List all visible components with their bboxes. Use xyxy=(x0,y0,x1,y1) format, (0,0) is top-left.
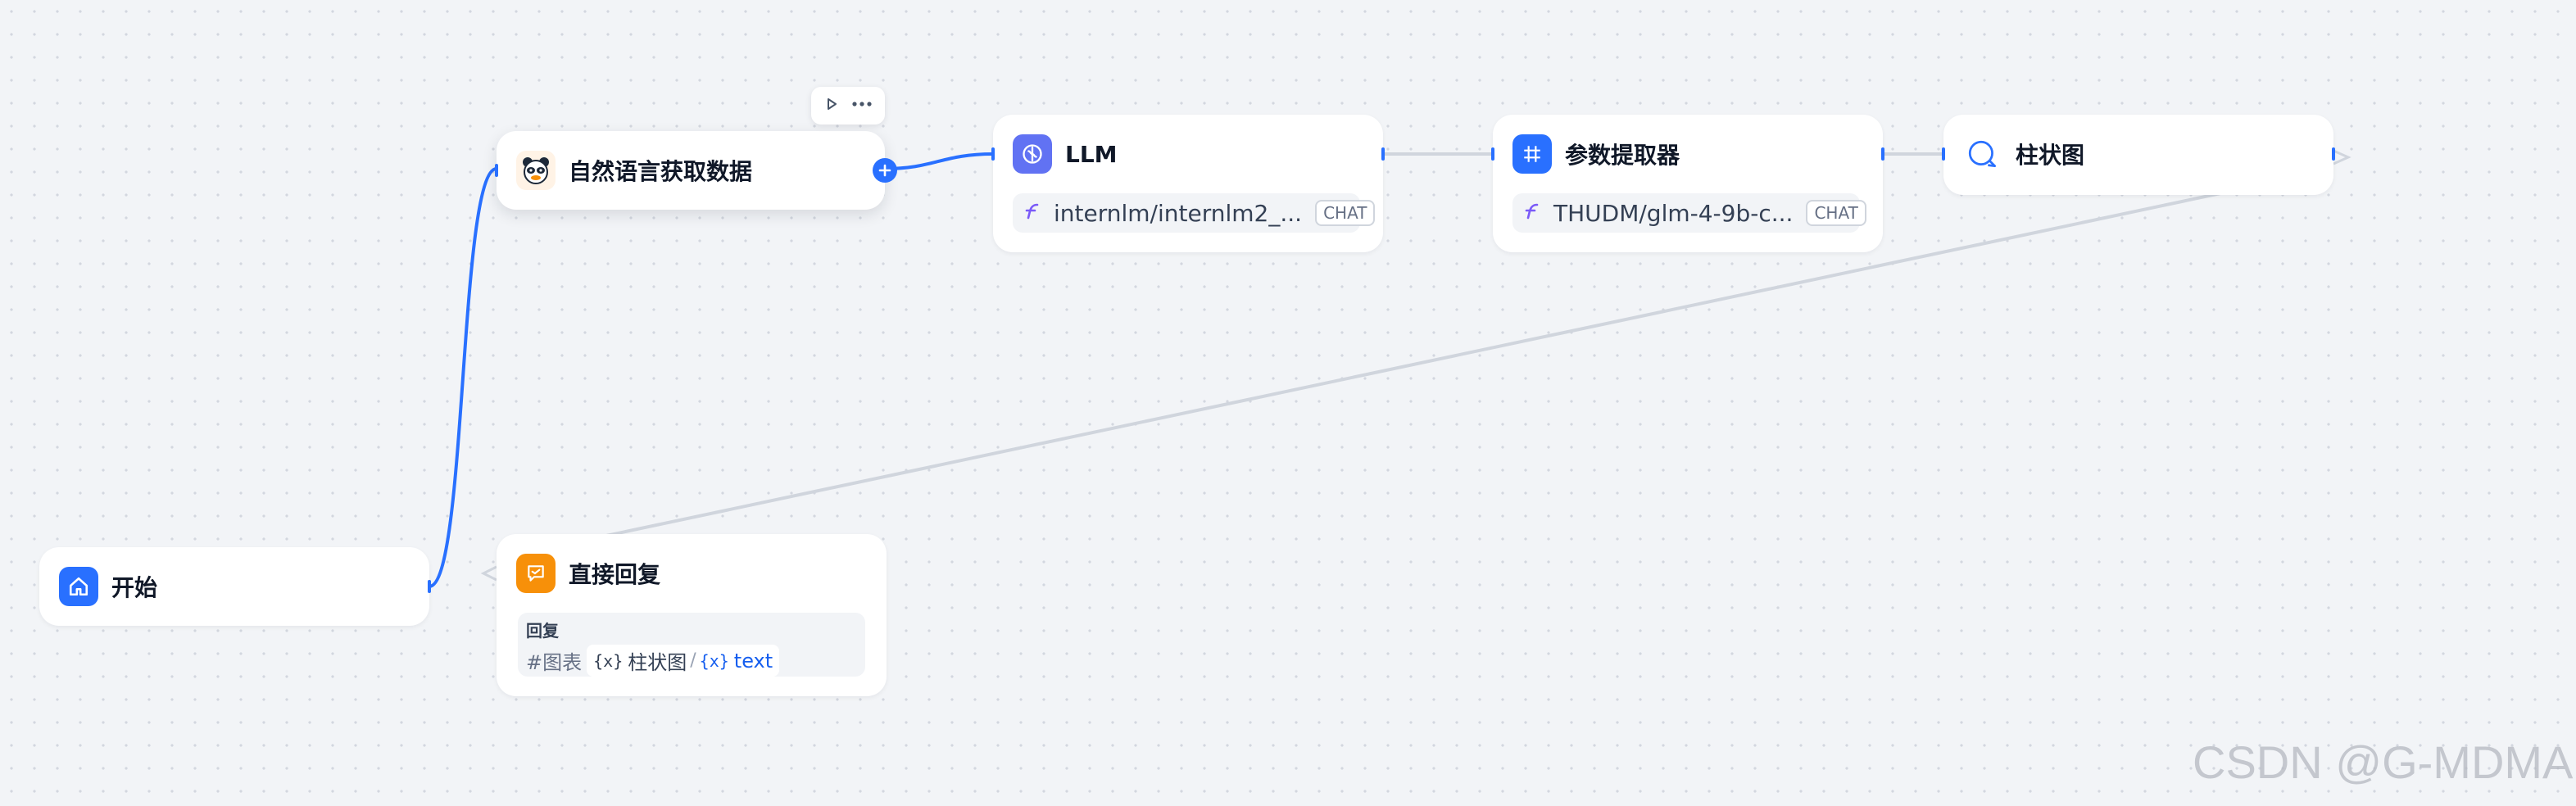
node-bar-chart-title: 柱状图 xyxy=(2016,142,2085,169)
variable-name: 柱状图 xyxy=(628,651,687,674)
edge-nl-fetch-to-llm[interactable] xyxy=(884,152,994,170)
brain-icon xyxy=(1013,134,1052,174)
node-param-extractor-header: 参数提取器 xyxy=(1512,134,1680,174)
node-direct-reply-title: 直接回复 xyxy=(569,561,661,588)
direct-reply-input-handle[interactable] xyxy=(480,565,497,582)
reply-content: #图表 {x} 柱状图 / {x} text xyxy=(526,645,857,677)
play-icon[interactable] xyxy=(823,96,840,115)
node-nl-fetch-input-handle[interactable] xyxy=(495,164,498,177)
node-param-extractor-title: 参数提取器 xyxy=(1565,142,1680,169)
node-param-extractor-model[interactable]: THUDM/glm-4-9b-c... CHAT xyxy=(1512,193,1866,233)
edge-start-to-nl-fetch[interactable] xyxy=(429,167,497,588)
node-nl-fetch[interactable]: 自然语言获取数据 xyxy=(495,131,897,210)
node-bar-chart-header: 柱状图 xyxy=(1963,134,2084,174)
node-llm-title: LLM xyxy=(1065,140,1118,168)
node-start-output-handle[interactable] xyxy=(428,580,431,593)
node-start[interactable]: 开始 xyxy=(39,547,431,626)
node-llm-model[interactable]: internlm/internlm2_... CHAT xyxy=(1013,193,1376,233)
variable-name: text xyxy=(733,649,773,672)
param-extractor-model-name: THUDM/glm-4-9b-c... xyxy=(1553,199,1794,227)
node-bar-chart[interactable]: 柱状图 xyxy=(1942,115,2335,195)
node-bar-chart-input-handle[interactable] xyxy=(1942,147,1945,161)
node-toolbar xyxy=(811,87,885,125)
llm-model-name: internlm/internlm2_... xyxy=(1054,199,1303,227)
reply-prefix-text: #图表 xyxy=(526,651,583,674)
node-nl-fetch-title: 自然语言获取数据 xyxy=(569,158,753,185)
node-bar-chart-output-handle[interactable] xyxy=(2332,147,2335,161)
more-icon[interactable] xyxy=(850,96,873,115)
node-nl-fetch-header: 自然语言获取数据 xyxy=(516,151,752,190)
edge-bar-chart-to-direct-reply[interactable] xyxy=(605,192,2221,537)
param-extractor-mode-badge: CHAT xyxy=(1806,200,1866,226)
model-provider-icon xyxy=(1023,202,1042,224)
llm-mode-badge: CHAT xyxy=(1315,200,1376,226)
reply-label: 回复 xyxy=(526,621,559,641)
node-llm-input-handle[interactable] xyxy=(991,147,995,161)
node-start-header: 开始 xyxy=(59,567,157,606)
panda-avatar-icon xyxy=(516,151,556,190)
reply-content-box[interactable]: 回复 #图表 {x} 柱状图 / {x} text xyxy=(518,613,865,677)
model-provider-icon xyxy=(1522,202,1542,224)
variable-separator: / xyxy=(690,650,696,671)
variable-icon: {x} xyxy=(593,650,624,671)
node-param-extractor-output-handle[interactable] xyxy=(1881,147,1884,161)
bar-chart-output-handle[interactable] xyxy=(2333,149,2352,165)
node-llm-header: LLM xyxy=(1013,134,1118,174)
variable-chip[interactable]: {x} 柱状图 / {x} text xyxy=(587,645,780,677)
node-direct-reply[interactable]: 直接回复 回复 #图表 {x} 柱状图 / {x} text xyxy=(497,534,887,696)
grid-icon xyxy=(1512,134,1552,174)
node-start-title: 开始 xyxy=(111,574,158,601)
chat-bubble-icon xyxy=(1963,134,2002,174)
reply-icon xyxy=(516,554,556,593)
node-param-extractor-input-handle[interactable] xyxy=(1491,147,1494,161)
plus-icon[interactable] xyxy=(873,158,897,183)
node-llm[interactable]: LLM internlm/internlm2_... CHAT xyxy=(991,115,1385,252)
node-param-extractor[interactable]: 参数提取器 THUDM/glm-4-9b-c... CHAT xyxy=(1491,115,1884,252)
node-llm-output-handle[interactable] xyxy=(1381,147,1385,161)
watermark: CSDN @G-MDMA xyxy=(2193,736,2574,788)
node-direct-reply-header: 直接回复 xyxy=(516,554,660,593)
home-icon xyxy=(59,567,98,606)
variable-icon: {x} xyxy=(699,650,729,671)
